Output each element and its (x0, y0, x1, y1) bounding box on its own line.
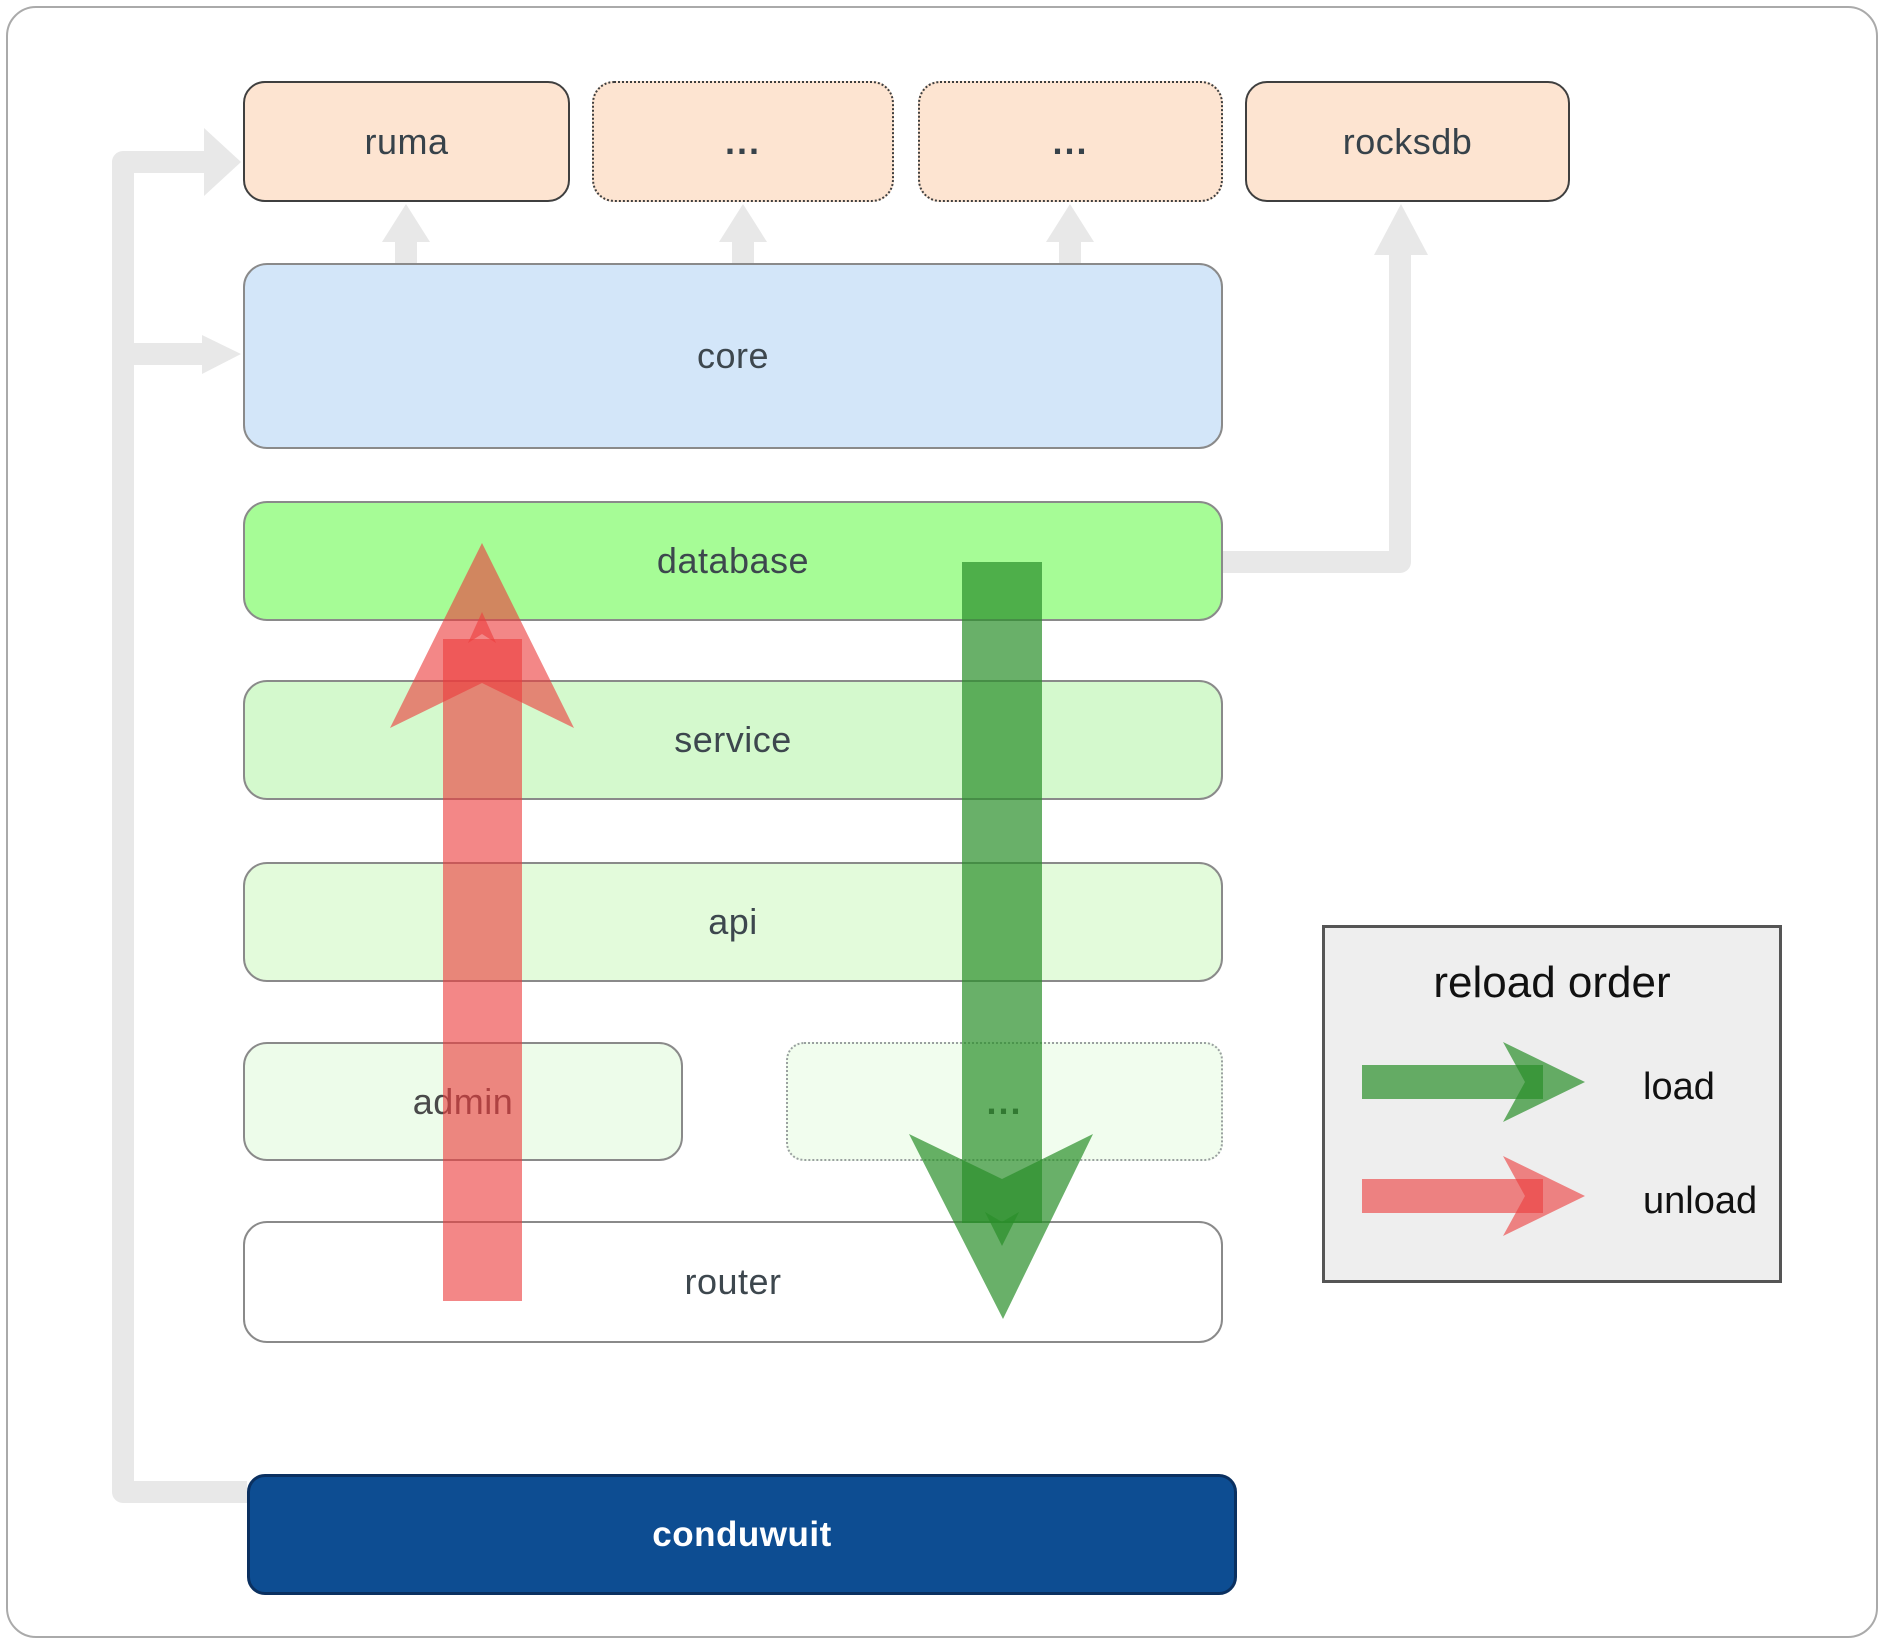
box-more-crates-1: ... (592, 81, 894, 202)
box-api-label: api (708, 901, 758, 942)
box-database: database (243, 501, 1223, 621)
legend-load-label: load (1643, 1066, 1715, 1108)
box-api: api (243, 862, 1223, 982)
legend-unload-label: unload (1643, 1180, 1758, 1222)
box-more-services: ... (786, 1042, 1223, 1161)
box-conduwuit-label: conduwuit (652, 1514, 832, 1554)
box-core: core (243, 263, 1223, 449)
diagram-border (6, 6, 1878, 1638)
box-rocksdb: rocksdb (1245, 81, 1570, 202)
box-router-label: router (684, 1261, 782, 1302)
box-admin-label: admin (412, 1080, 514, 1122)
box-ruma: ruma (243, 81, 570, 202)
box-service: service (243, 680, 1223, 800)
legend-title: reload order (1433, 958, 1671, 1007)
box-more-crates-1-label: ... (724, 120, 761, 162)
box-database-label: database (656, 540, 810, 581)
box-core-label: core (696, 335, 770, 376)
box-ruma-label: ruma (364, 120, 449, 162)
box-service-label: service (674, 719, 792, 760)
box-more-crates-2-label: ... (1052, 120, 1089, 162)
box-router: router (243, 1221, 1223, 1343)
box-rocksdb-label: rocksdb (1342, 120, 1473, 162)
box-admin: admin (243, 1042, 683, 1161)
box-more-crates-2: ... (918, 81, 1223, 202)
legend: reload order load unload (1322, 925, 1782, 1283)
box-conduwuit: conduwuit (247, 1474, 1237, 1595)
box-more-services-label: ... (986, 1080, 1023, 1122)
